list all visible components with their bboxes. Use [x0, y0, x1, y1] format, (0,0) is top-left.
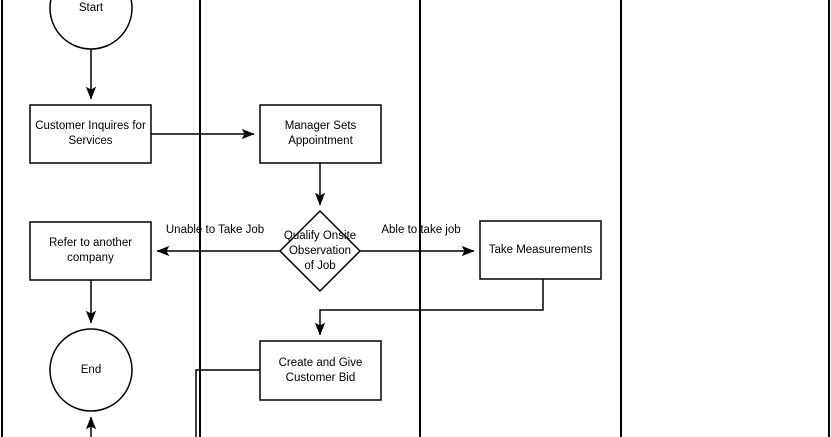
edge-label-able-to-take-job: Able to take job — [381, 224, 461, 236]
edge-label-unable-to-take-job: Unable to Take Job — [165, 224, 265, 236]
node-bid-shape — [259, 340, 382, 401]
edge-bid-to-left-return — [195, 369, 260, 437]
node-appointment-shape — [259, 104, 382, 164]
node-inquires-shape — [29, 104, 152, 164]
node-end-shape — [49, 328, 133, 412]
node-qualify-shape — [278, 209, 362, 293]
node-measurements-shape — [479, 220, 602, 280]
edge-measurements-to-bid — [314, 279, 544, 336]
node-start-shape — [49, 0, 133, 50]
node-refer-shape — [29, 221, 152, 281]
